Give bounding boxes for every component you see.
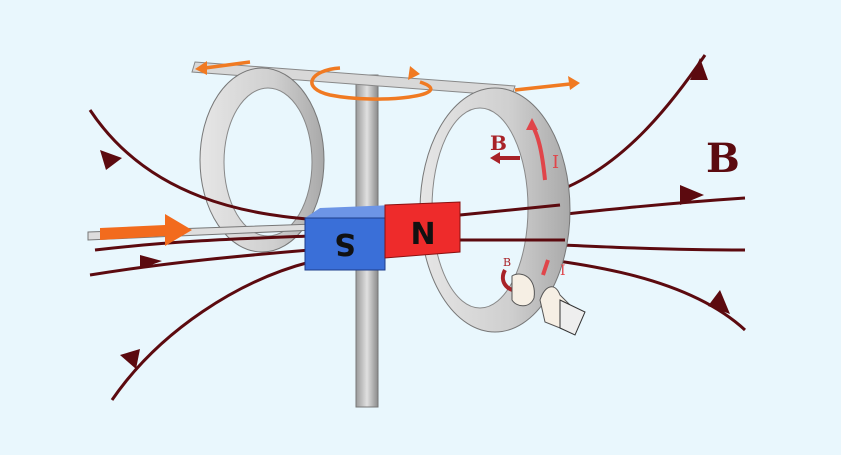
rotation-arrow-icon [204,60,251,70]
rotation-arrow-icon [514,82,571,92]
field-line [459,203,561,217]
field-line [94,234,311,252]
magnetic-field-label: B [706,135,740,182]
field-arrowhead [120,349,140,369]
field-arrowhead [690,58,708,80]
field-arrowhead [100,150,122,170]
field-arrowhead [680,185,704,205]
field-arrowheads [100,58,730,369]
induced-field-label-bottom: B [503,256,511,269]
field-arrowhead [708,290,730,314]
arrowhead [408,66,420,80]
current-label-bottom: I [560,263,566,279]
north-pole-label: N [410,217,435,252]
arrowhead [195,61,207,75]
field-line [89,248,311,277]
current-arrow-icon [541,259,550,276]
arrowhead [568,76,580,90]
left-hand-icon [511,273,535,307]
induced-field-label-top: B [490,131,507,155]
current-label-top: I [552,152,559,173]
field-arrowhead [140,255,162,269]
rotation-arrow-icon [310,66,433,101]
bar-magnet: S N [304,201,461,271]
field-line [110,260,311,401]
ring-annotations: I B I B [490,118,586,336]
south-pole-label: S [334,226,356,261]
rotation-arrows [204,60,571,101]
field-line [88,109,321,222]
push-arrow [100,214,192,246]
